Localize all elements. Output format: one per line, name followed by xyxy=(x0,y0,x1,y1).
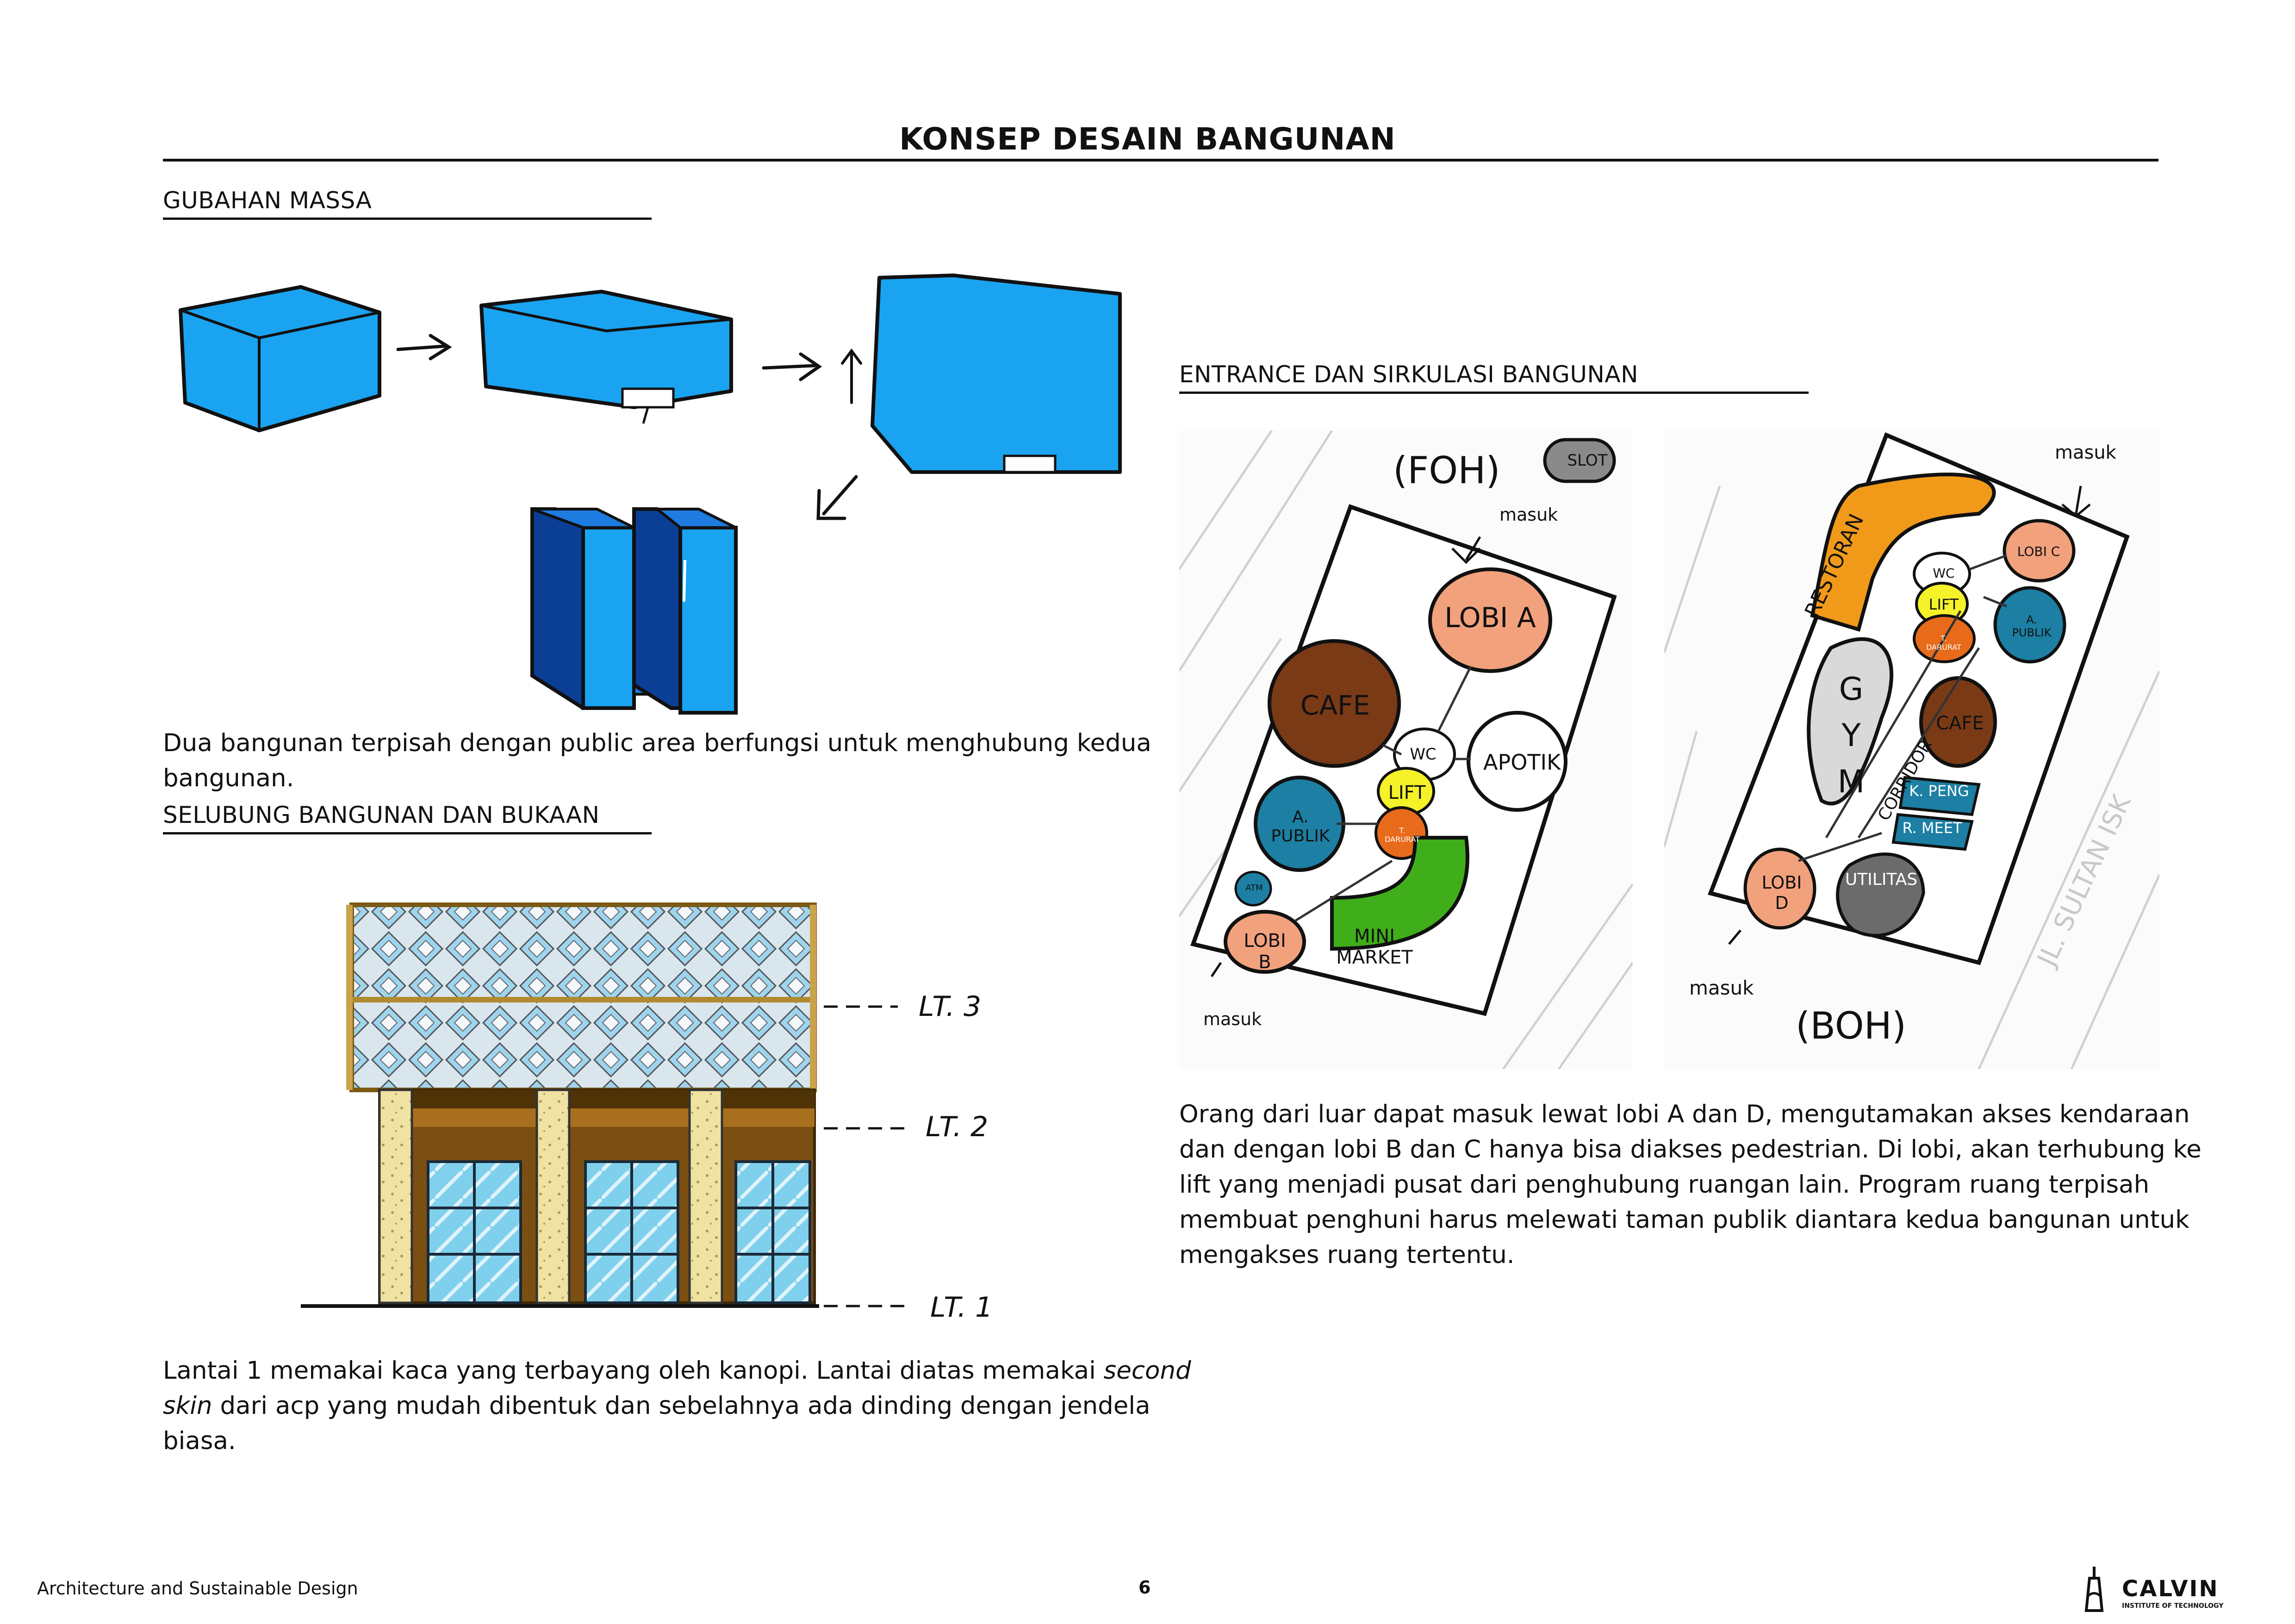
boh-title: (BOH) xyxy=(1796,1004,1906,1047)
boh-lift: LIFT xyxy=(1921,596,1967,613)
section-heading-massa: GUBAHAN MASSA xyxy=(163,187,372,214)
mass-box-3 xyxy=(872,275,1120,472)
level-label-lt1: LT. 1 xyxy=(930,1291,993,1324)
footer-course: Architecture and Sustainable Design xyxy=(37,1578,358,1599)
level-label-lt2: LT. 2 xyxy=(926,1111,988,1143)
column-3 xyxy=(690,1090,722,1303)
boh-lobi-c: LOBI C xyxy=(2013,544,2064,559)
foh-masuk-top: masuk xyxy=(1499,504,1558,525)
selubung-caption-line-3: biasa. xyxy=(163,1424,236,1459)
entrance-para-line-4: membuat penghuni harus melewati taman pu… xyxy=(1179,1202,2189,1238)
massa-caption-line-2: bangunan. xyxy=(163,761,294,796)
foh-title: (FOH) xyxy=(1393,449,1500,492)
foh-lift: LIFT xyxy=(1384,782,1430,803)
column-2 xyxy=(537,1090,569,1303)
foh-slot: SLOT xyxy=(1564,451,1611,470)
level-label-lt3: LT. 3 xyxy=(919,990,981,1023)
page-number: 6 xyxy=(1138,1577,1151,1598)
entrance-para-line-1: Orang dari luar dapat masuk lewat lobi A… xyxy=(1179,1097,2189,1132)
entrance-para-line-5: mengakses ruang tertentu. xyxy=(1179,1238,1515,1273)
foh-apotik: APOTIK xyxy=(1483,750,1553,775)
section-heading-entrance: ENTRANCE DAN SIRKULASI BANGUNAN xyxy=(1179,361,1638,388)
boh-masuk-top: masuk xyxy=(2055,442,2116,463)
section-rule-massa xyxy=(163,218,652,220)
foh-wc: WC xyxy=(1402,745,1444,764)
section-heading-selubung: SELUBUNG BANGUNAN DAN BUKAAN xyxy=(163,802,600,828)
foh-masuk-bottom: masuk xyxy=(1203,1009,1262,1029)
boh-k-peng: K. PENG xyxy=(1902,782,1976,800)
entrance-para-line-2: dan dengan lobi B dan C hanya bisa diaks… xyxy=(1179,1132,2202,1167)
section-rule-selubung xyxy=(163,832,652,834)
massing-diagram xyxy=(171,268,1143,722)
boh-tangga: T. DARURAT xyxy=(1923,634,1965,652)
calvin-logo-icon xyxy=(2069,1564,2120,1615)
foh-lobi-a: LOBI A xyxy=(1444,602,1536,634)
page-title: KONSEP DESAIN BANGUNAN xyxy=(0,121,2295,157)
foh-minimarket: MINI MARKET xyxy=(1333,926,1416,968)
boh-lobi-d: LOBI D xyxy=(1756,872,1807,913)
massa-caption-line-1: Dua bangunan terpisah dengan public area… xyxy=(163,726,1151,761)
section-rule-entrance xyxy=(1179,392,1809,394)
mass-split-buildings xyxy=(532,509,736,713)
calvin-logo-subtitle: INSTITUTE OF TECHNOLOGY xyxy=(2122,1602,2223,1610)
mass-box-2 xyxy=(481,292,731,423)
foh-tangga: T. DARURAT xyxy=(1384,826,1421,844)
boh-gym: GYM xyxy=(1833,666,1870,805)
entrance-para-line-3: lift yang menjadi pusat dari penghubung … xyxy=(1179,1167,2149,1202)
title-rule xyxy=(163,159,2158,162)
boh-r-meet: R. MEET xyxy=(1895,819,1969,837)
column-1 xyxy=(379,1090,412,1303)
mass-box-1 xyxy=(180,287,379,430)
boh-a-publik: A. PUBLIK xyxy=(2009,613,2055,639)
foh-lobi-b: LOBI B xyxy=(1235,930,1295,973)
calvin-logo-text: CALVIN xyxy=(2122,1576,2219,1602)
foh-cafe: CAFE xyxy=(1296,690,1375,721)
foh-atm: ATM xyxy=(1245,883,1263,893)
boh-wc: WC xyxy=(1925,566,1962,581)
selubung-caption-line-2: skin dari acp yang mudah dibentuk dan se… xyxy=(163,1388,1151,1424)
selubung-caption-line-1: Lantai 1 memakai kaca yang terbayang ole… xyxy=(163,1353,1191,1388)
boh-masuk-bottom: masuk xyxy=(1689,977,1754,999)
boh-utilitas: UTILITAS xyxy=(1844,870,1918,889)
boh-cafe: CAFE xyxy=(1930,713,1990,734)
foh-a-publik: A. PUBLIK xyxy=(1268,808,1333,846)
